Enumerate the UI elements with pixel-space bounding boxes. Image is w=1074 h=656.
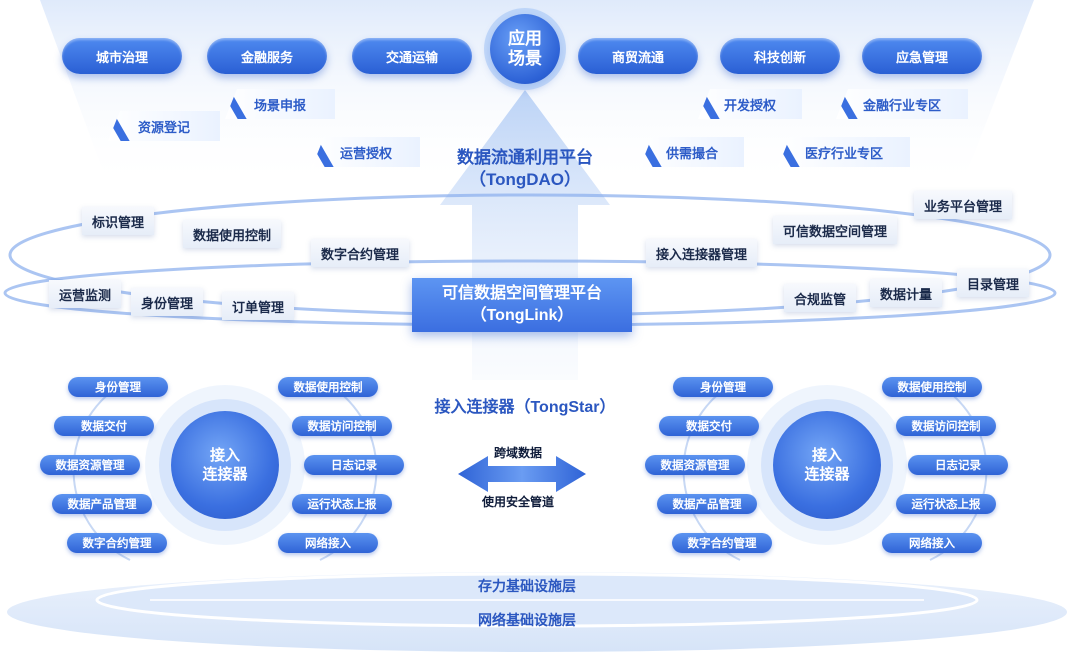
- right-chip-data-usage-control[interactable]: 数据使用控制: [882, 377, 982, 397]
- dao-tag-scenario-declaration[interactable]: 场景申报: [225, 89, 335, 119]
- scene-pill-transportation[interactable]: 交通运输: [352, 38, 472, 74]
- dao-tag-development-authorization[interactable]: 开发授权: [698, 89, 802, 119]
- bidirectional-arrow-icon: [458, 456, 586, 492]
- scene-pill-emergency-management[interactable]: 应急管理: [862, 38, 982, 74]
- left-hub-label-2: 连接器: [202, 466, 248, 483]
- left-chip-identity-management[interactable]: 身份管理: [68, 377, 168, 397]
- dao-tag-resource-registration[interactable]: 资源登记: [108, 111, 220, 141]
- left-chip-data-resource-management[interactable]: 数据资源管理: [40, 455, 140, 475]
- link-func-catalog-management[interactable]: 目录管理: [957, 269, 1030, 297]
- link-func-compliance-supervision[interactable]: 合规监管: [784, 284, 857, 312]
- link-func-space-management[interactable]: 可信数据空间管理: [773, 216, 898, 244]
- link-platform-name: 可信数据空间管理平台: [441, 285, 602, 302]
- link-func-identifier-management[interactable]: 标识管理: [82, 207, 155, 235]
- dao-tag-medical-zone[interactable]: 医疗行业专区: [778, 137, 910, 167]
- link-platform-code: （TongLink）: [470, 307, 574, 324]
- right-hub-label-1: 接入: [811, 447, 842, 464]
- dao-platform-title: 数据流通利用平台 （TongDAO）: [437, 147, 613, 191]
- left-chip-data-usage-control[interactable]: 数据使用控制: [278, 377, 378, 397]
- left-chip-network-access[interactable]: 网络接入: [278, 533, 378, 553]
- left-connector-hub[interactable]: 接入连接器: [171, 411, 279, 519]
- network-infrastructure-layer: 网络基础设施层: [478, 612, 576, 628]
- right-chip-network-access[interactable]: 网络接入: [882, 533, 982, 553]
- link-func-operation-monitoring[interactable]: 运营监测: [49, 280, 122, 308]
- scene-pill-financial-services[interactable]: 金融服务: [207, 38, 327, 74]
- right-chip-data-access-control[interactable]: 数据访问控制: [896, 416, 996, 436]
- channel-label-top: 跨域数据: [494, 446, 543, 460]
- link-platform-box[interactable]: 可信数据空间管理平台 （TongLink）: [412, 278, 632, 332]
- link-func-business-platform-management[interactable]: 业务平台管理: [914, 191, 1013, 219]
- app-scene-label-1: 应用: [508, 29, 542, 48]
- right-hub-label-2: 连接器: [804, 466, 850, 483]
- left-chip-status-reporting[interactable]: 运行状态上报: [292, 494, 392, 514]
- right-chip-contract-management[interactable]: 数字合约管理: [672, 533, 772, 553]
- link-func-data-metering[interactable]: 数据计量: [870, 279, 943, 307]
- dao-platform-code: （TongDAO）: [468, 170, 582, 189]
- storage-infrastructure-layer: 存力基础设施层: [478, 578, 576, 594]
- left-hub-label-1: 接入: [209, 447, 240, 464]
- channel-label-bottom: 使用安全管道: [482, 495, 555, 509]
- connector-section-title: 接入连接器（TongStar）: [434, 399, 616, 416]
- app-scene-label-2: 场景: [508, 49, 542, 68]
- link-func-identity-management[interactable]: 身份管理: [131, 288, 204, 316]
- scene-pill-commerce[interactable]: 商贸流通: [578, 38, 698, 74]
- link-func-order-management[interactable]: 订单管理: [222, 292, 295, 320]
- right-chip-data-delivery[interactable]: 数据交付: [659, 416, 759, 436]
- left-chip-contract-management[interactable]: 数字合约管理: [67, 533, 167, 553]
- app-scene-circle[interactable]: 应用场景: [490, 14, 560, 84]
- right-connector-hub[interactable]: 接入连接器: [773, 411, 881, 519]
- left-chip-data-delivery[interactable]: 数据交付: [54, 416, 154, 436]
- link-func-contract-management[interactable]: 数字合约管理: [311, 239, 410, 267]
- left-chip-data-access-control[interactable]: 数据访问控制: [292, 416, 392, 436]
- link-func-connector-management[interactable]: 接入连接器管理: [646, 239, 758, 267]
- dao-tag-operation-authorization[interactable]: 运营授权: [312, 137, 420, 167]
- scene-pill-city-governance[interactable]: 城市治理: [62, 38, 182, 74]
- right-chip-status-reporting[interactable]: 运行状态上报: [896, 494, 996, 514]
- dao-tag-supply-demand-matching[interactable]: 供需撮合: [640, 137, 744, 167]
- scene-pill-tech-innovation[interactable]: 科技创新: [720, 38, 840, 74]
- dao-platform-name: 数据流通利用平台: [457, 148, 593, 167]
- right-chip-data-resource-management[interactable]: 数据资源管理: [645, 455, 745, 475]
- right-chip-identity-management[interactable]: 身份管理: [673, 377, 773, 397]
- left-chip-log-recording[interactable]: 日志记录: [304, 455, 404, 475]
- left-chip-data-product-management[interactable]: 数据产品管理: [52, 494, 152, 514]
- link-func-data-usage-control[interactable]: 数据使用控制: [183, 220, 282, 248]
- right-chip-log-recording[interactable]: 日志记录: [908, 455, 1008, 475]
- right-chip-data-product-management[interactable]: 数据产品管理: [657, 494, 757, 514]
- dao-tag-finance-zone[interactable]: 金融行业专区: [836, 89, 968, 119]
